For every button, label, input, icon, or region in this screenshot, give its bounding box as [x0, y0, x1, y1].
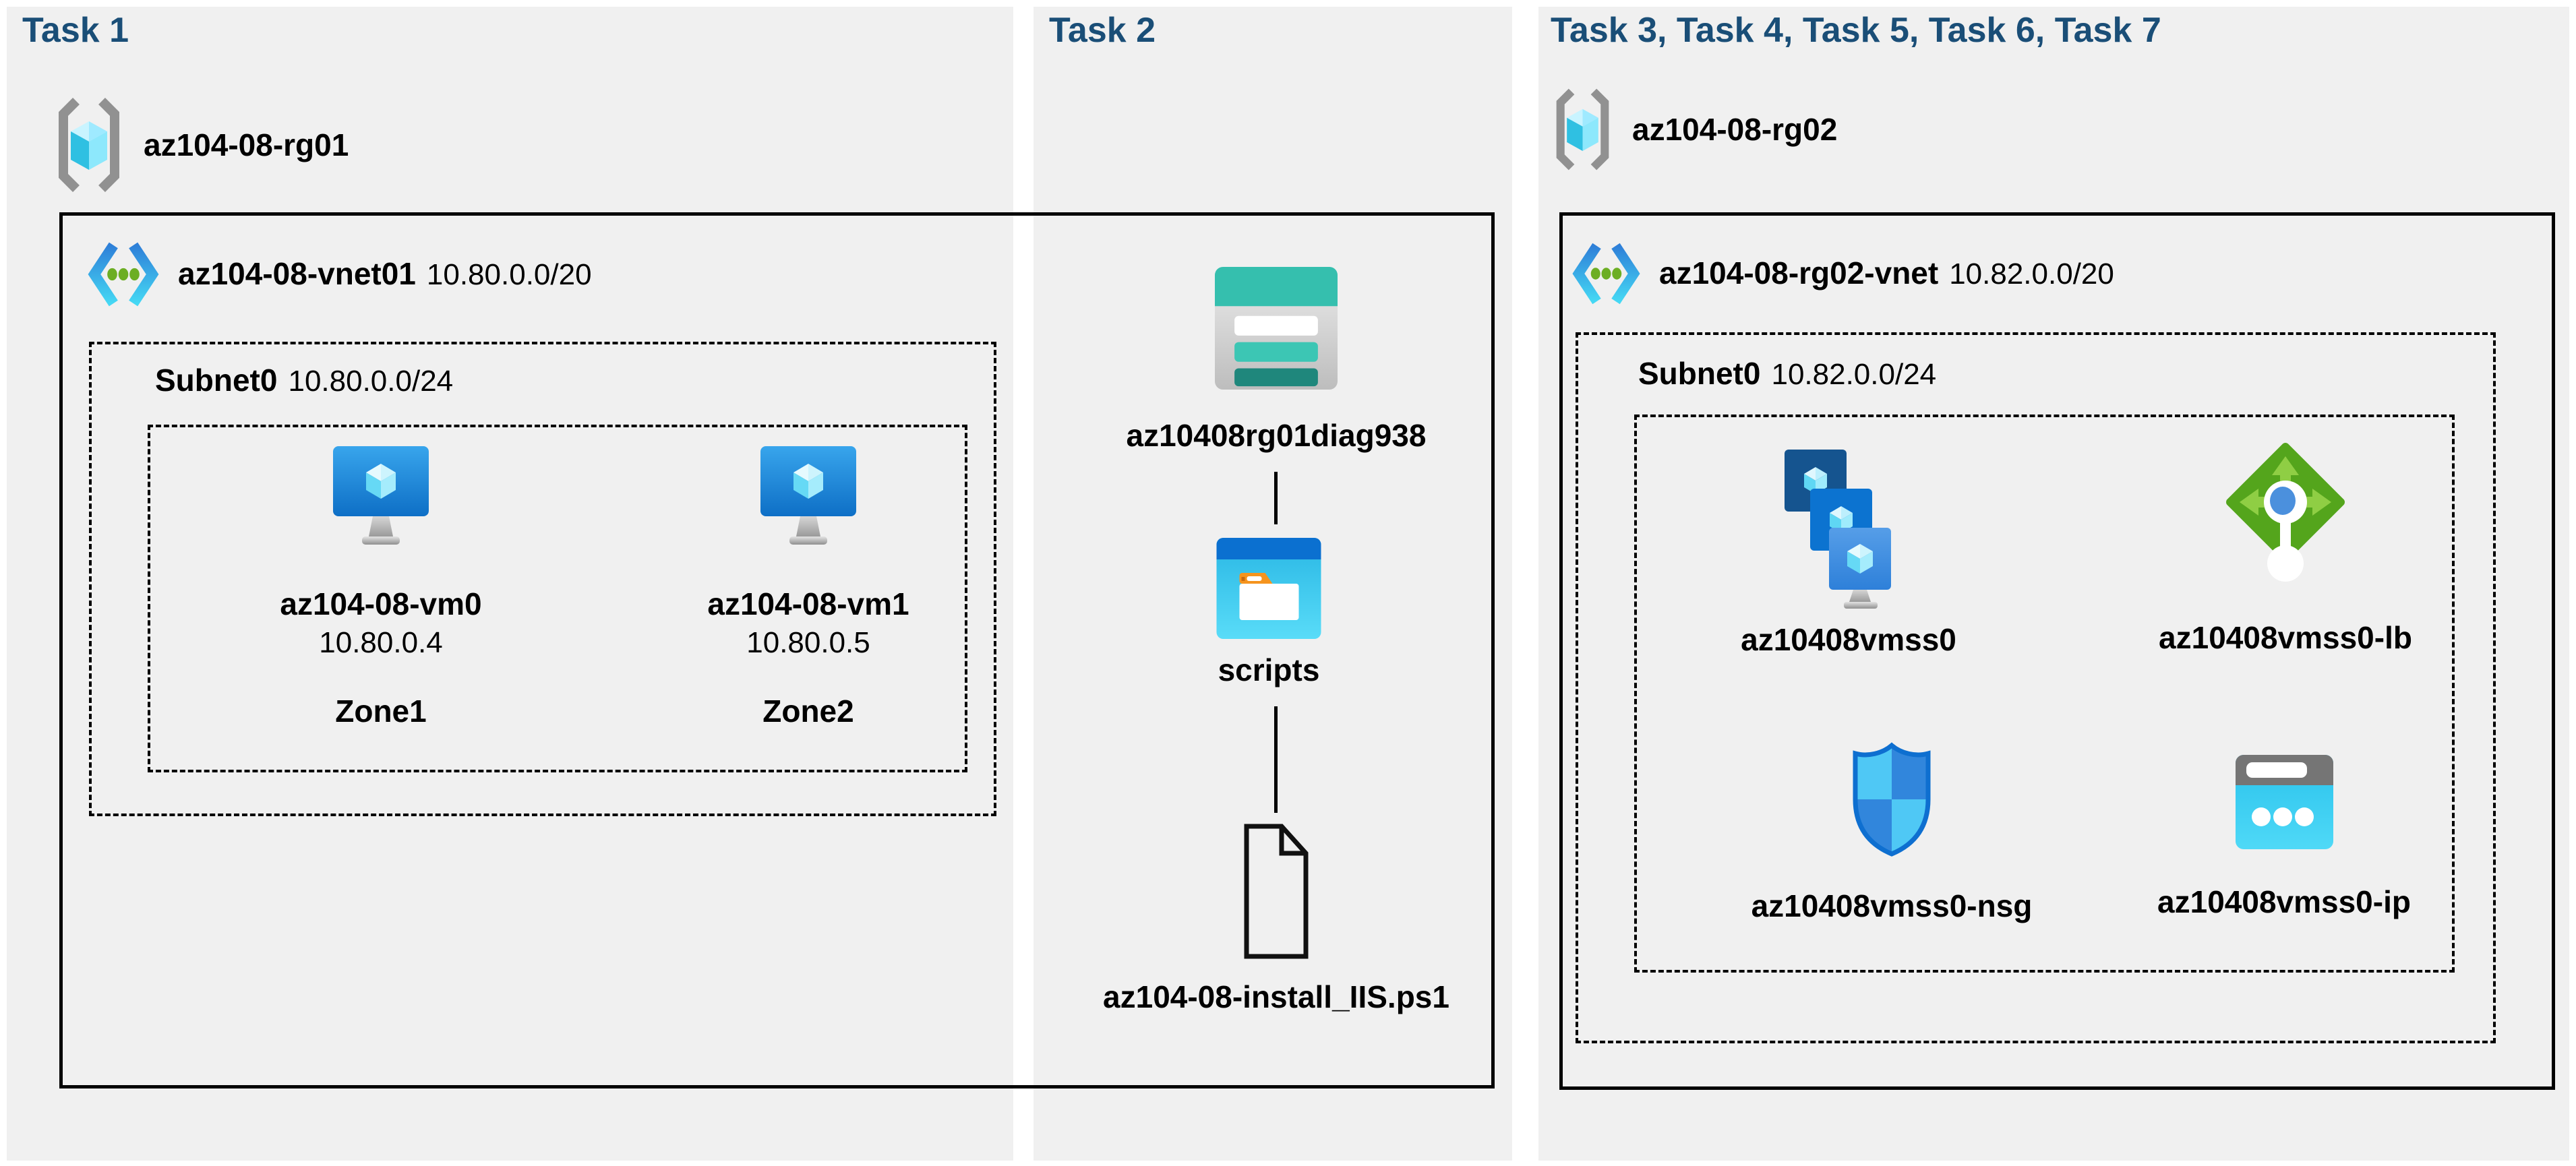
load-balancer-icon	[2226, 443, 2345, 582]
vnet01-row: az104-08-vnet01 10.80.0.0/20	[86, 237, 592, 311]
storage-account-icon	[1215, 267, 1338, 390]
resource-group-label: az104-08-rg02	[1632, 111, 1838, 147]
vmss-label: az10408vmss0	[1741, 622, 1956, 657]
blob-container-group: scripts	[1040, 538, 1498, 688]
vm-scale-set-icon	[1784, 450, 1891, 609]
virtual-machine-icon	[760, 446, 856, 545]
rg02-vnet-row: az104-08-rg02-vnet 10.82.0.0/20	[1571, 237, 2114, 310]
resource-group-icon	[1556, 88, 1609, 171]
subnet0-label-rg01: Subnet0 10.80.0.0/24	[155, 363, 453, 399]
subnet0-label-rg02: Subnet0 10.82.0.0/24	[1638, 356, 1936, 392]
panel-task3-7	[1538, 7, 2569, 1161]
virtual-network-icon	[1572, 243, 1640, 305]
public-ip-group: az10408vmss0-ip	[2082, 755, 2486, 920]
subnet0-name: Subnet0	[1638, 356, 1761, 391]
public-ip-icon	[2235, 755, 2333, 849]
vm1-name: az104-08-vm1	[707, 586, 909, 621]
connector-container-to-file	[1274, 706, 1278, 813]
file-icon	[1244, 824, 1309, 959]
virtual-network-icon	[88, 242, 159, 307]
vm0-zone: Zone1	[335, 694, 427, 729]
task3-7-title: Task 3, Task 4, Task 5, Task 6, Task 7	[1551, 11, 2161, 50]
subnet0-box-rg02	[1576, 332, 2496, 1043]
nsg-label: az10408vmss0-nsg	[1751, 888, 2033, 923]
panel-task1	[7, 7, 1013, 1161]
vm1-group: az104-08-vm1 10.80.0.5 Zone2	[606, 443, 1011, 729]
vnet01-boundary-box	[59, 212, 1495, 1088]
vmss-resources-group-box	[1634, 415, 2455, 973]
rg02-vnet-label: az104-08-rg02-vnet 10.82.0.0/20	[1659, 255, 2114, 292]
task2-title: Task 2	[1049, 11, 1156, 50]
vnet01-label: az104-08-vnet01 10.80.0.0/20	[178, 256, 592, 293]
container-label: scripts	[1218, 652, 1320, 687]
vm1-zone: Zone2	[762, 694, 854, 729]
rg02-vnet-boundary-box	[1559, 212, 2555, 1090]
blob-container-icon	[1216, 538, 1321, 639]
connector-storage-to-container	[1274, 472, 1278, 524]
public-ip-label: az10408vmss0-ip	[2157, 884, 2411, 919]
load-balancer-group: az10408vmss0-lb	[2083, 441, 2488, 656]
network-security-group-icon	[1853, 742, 1931, 857]
task1-title: Task 1	[22, 11, 129, 50]
vm0-ip: 10.80.0.4	[319, 625, 443, 659]
rg02-vnet-cidr: 10.82.0.0/20	[1949, 257, 2114, 291]
script-file-label: az104-08-install_IIS.ps1	[1103, 979, 1449, 1014]
nsg-group: az10408vmss0-nsg	[1689, 740, 2094, 924]
subnet0-cidr: 10.82.0.0/24	[1771, 358, 1937, 391]
subnet0-cidr: 10.80.0.0/24	[288, 365, 454, 398]
rg02-vnet-name: az104-08-rg02-vnet	[1659, 255, 1939, 291]
vm0-name: az104-08-vm0	[280, 586, 482, 621]
storage-account-label: az10408rg01diag938	[1126, 418, 1427, 453]
vnet01-cidr: 10.80.0.0/20	[426, 258, 592, 292]
script-file-group: az104-08-install_IIS.ps1	[1047, 822, 1505, 1015]
resource-group-rg02: az104-08-rg02	[1551, 82, 1837, 177]
load-balancer-label: az10408vmss0-lb	[2159, 620, 2412, 655]
subnet0-name: Subnet0	[155, 363, 278, 398]
storage-account-group: az10408rg01diag938	[1047, 267, 1505, 454]
resource-group-icon	[59, 98, 119, 192]
subnet0-box-rg01	[89, 342, 996, 816]
vm1-ip: 10.80.0.5	[746, 625, 870, 659]
vm0-group: az104-08-vm0 10.80.0.4 Zone1	[179, 443, 583, 729]
vm-zone-group-box	[148, 425, 967, 772]
vnet01-name: az104-08-vnet01	[178, 256, 416, 292]
resource-group-rg01: az104-08-rg01	[52, 94, 349, 195]
virtual-machine-icon	[333, 446, 429, 545]
resource-group-label: az104-08-rg01	[144, 127, 349, 162]
vmss-group: az10408vmss0	[1646, 448, 2051, 658]
